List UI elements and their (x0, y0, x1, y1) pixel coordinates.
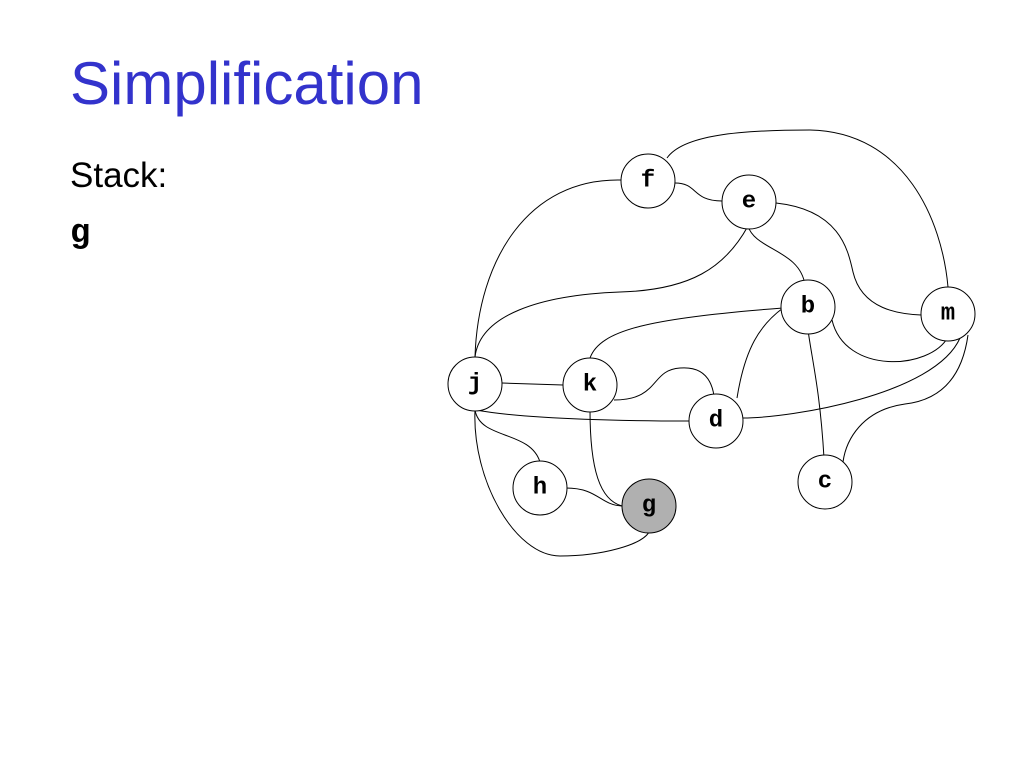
edge (589, 307, 784, 359)
edge (736, 307, 784, 399)
edge (842, 334, 969, 463)
node-label: f (641, 168, 655, 195)
node-label: b (801, 294, 815, 321)
slide-title: Simplification (70, 50, 424, 117)
graph-node-j: j (447, 356, 503, 412)
stack-label: Stack: (70, 156, 168, 195)
edge (474, 179, 622, 358)
edge (674, 182, 723, 202)
edge (775, 202, 922, 316)
edge (474, 225, 749, 358)
node-circle (920, 286, 976, 342)
edge (807, 329, 825, 459)
edge (475, 409, 690, 422)
edge (474, 409, 651, 557)
node-circle (562, 357, 618, 413)
node-label: e (742, 189, 756, 216)
node-circle (447, 356, 503, 412)
node-circle-highlighted (621, 478, 677, 534)
node-circle (688, 393, 744, 449)
edge (474, 409, 541, 463)
node-label: g (642, 493, 656, 520)
node-label: d (709, 408, 723, 435)
graph-node-m: m (920, 286, 976, 342)
stack-item: g (70, 215, 91, 253)
edge (831, 319, 949, 362)
graph-nodes: f e b m j k d (447, 153, 976, 534)
graph-node-g: g (621, 478, 677, 534)
edge (589, 409, 623, 507)
graph-node-d: d (688, 393, 744, 449)
edge (747, 225, 806, 286)
node-label: c (818, 469, 832, 496)
graph-node-f: f (620, 153, 676, 209)
node-circle (721, 174, 777, 230)
graph-node-k: k (562, 357, 618, 413)
node-circle (512, 460, 568, 516)
edge (565, 487, 623, 507)
graph-node-c: c (797, 454, 853, 510)
node-circle (620, 153, 676, 209)
graph-node-b: b (780, 279, 836, 335)
stack-list: g (70, 212, 90, 256)
edge (613, 367, 715, 401)
node-label: j (468, 371, 482, 398)
graph-node-e: e (721, 174, 777, 230)
node-circle (797, 454, 853, 510)
edge (666, 129, 949, 288)
edge (742, 337, 961, 419)
node-label: k (583, 372, 597, 399)
graph-node-h: h (512, 460, 568, 516)
node-label: h (533, 475, 547, 502)
node-label: m (941, 301, 955, 328)
graph-edges (474, 129, 969, 557)
node-circle (780, 279, 836, 335)
edge (501, 382, 564, 386)
